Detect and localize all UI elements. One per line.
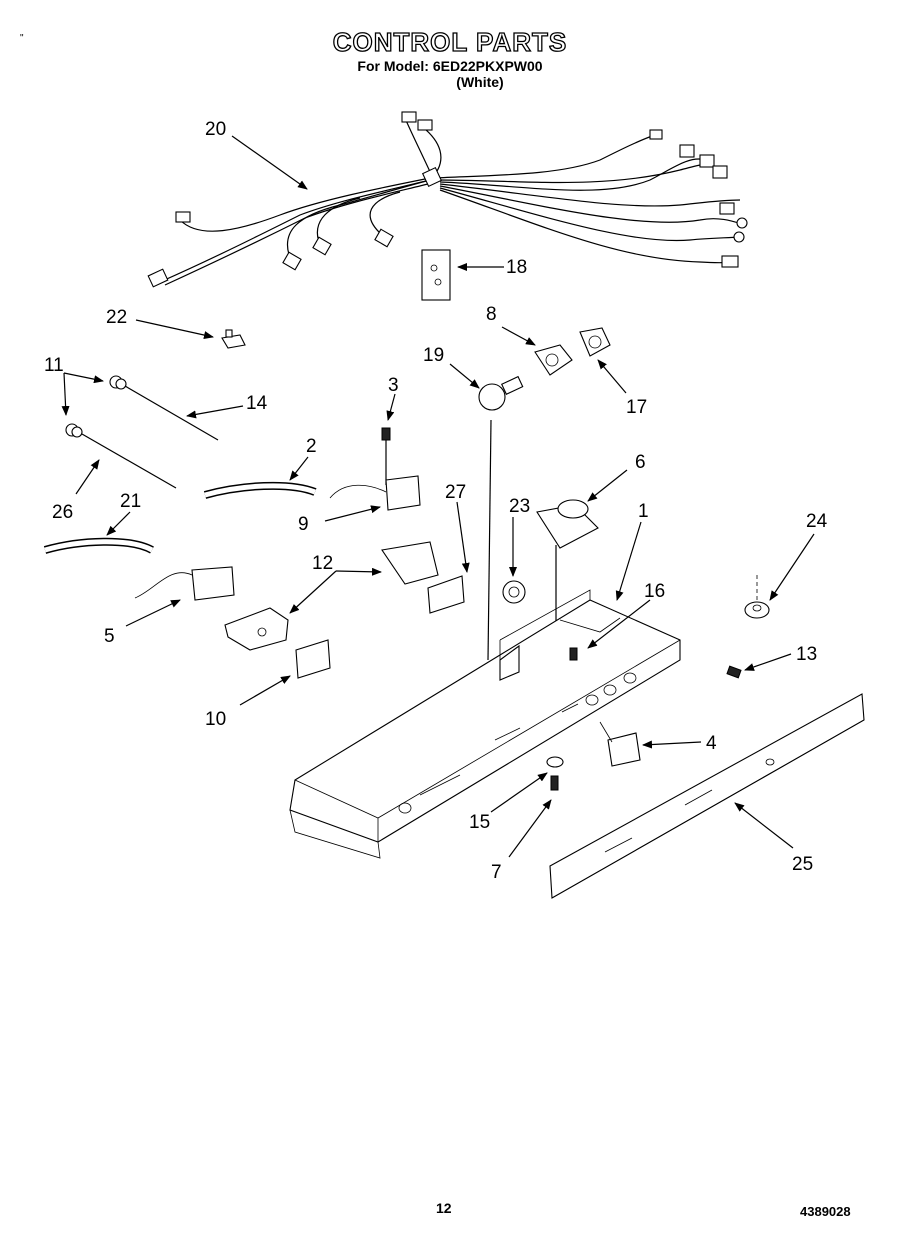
model-line: For Model: 6ED22PKXPW00 — [357, 58, 543, 74]
callout-8: 8 — [486, 304, 497, 325]
callout-19: 19 — [423, 345, 444, 366]
knob-drawing — [502, 580, 526, 604]
lamp-socket-drawing — [478, 327, 611, 661]
clip-drawing — [221, 329, 246, 349]
callout-11: 11 — [44, 355, 64, 376]
callout-6: 6 — [635, 452, 646, 473]
callout-12: 12 — [312, 553, 333, 574]
page-title: CONTROL PARTS — [332, 27, 568, 57]
switch-with-screw-drawing — [329, 427, 421, 511]
callout-22: 22 — [106, 307, 127, 328]
socket-plate-drawing — [421, 249, 451, 301]
callout-18: 18 — [506, 257, 527, 278]
callout-17: 17 — [626, 397, 647, 418]
callout-24: 24 — [806, 511, 828, 532]
tubes-drawing — [43, 481, 317, 554]
wiring-harness-drawing — [147, 111, 748, 288]
control-drawing — [536, 499, 599, 640]
callout-14: 14 — [246, 393, 268, 414]
callout-27: 27 — [445, 482, 466, 503]
callout-13: 13 — [796, 644, 817, 665]
stray-mark: " — [20, 33, 24, 44]
callout-15: 15 — [469, 812, 490, 833]
control-housing-drawing — [289, 589, 681, 859]
cover-strip-drawing — [549, 693, 865, 899]
shafts-drawing — [65, 375, 219, 489]
fasteners-drawing — [546, 647, 742, 791]
callout-leaders — [61, 135, 815, 858]
callout-4: 4 — [706, 733, 717, 754]
callout-25: 25 — [792, 854, 813, 875]
callout-10: 10 — [205, 709, 226, 730]
page-number: 12 — [436, 1200, 452, 1216]
callout-7: 7 — [491, 862, 502, 883]
brackets-drawing — [224, 541, 439, 651]
callout-2: 2 — [306, 436, 317, 457]
washer-drawing — [744, 575, 770, 619]
callout-9: 9 — [298, 514, 309, 535]
callout-26: 26 — [52, 502, 73, 523]
callout-3: 3 — [388, 375, 399, 396]
diagram-header: CONTROL PARTS For Model: 6ED22PKXPW00 (W… — [300, 27, 600, 90]
callout-20: 20 — [205, 119, 226, 140]
switch-drawing — [134, 566, 235, 601]
callout-16: 16 — [644, 581, 665, 602]
callout-1: 1 — [638, 501, 649, 522]
color-variant: (White) — [456, 74, 504, 90]
callout-5: 5 — [104, 626, 115, 647]
callout-21: 21 — [120, 491, 141, 512]
callout-23: 23 — [509, 496, 530, 517]
callout-numbers: 20 18 22 8 17 19 11 14 3 2 6 27 21 23 1 … — [44, 119, 828, 883]
document-number: 4389028 — [800, 1204, 851, 1219]
labels-drawing — [295, 575, 465, 679]
